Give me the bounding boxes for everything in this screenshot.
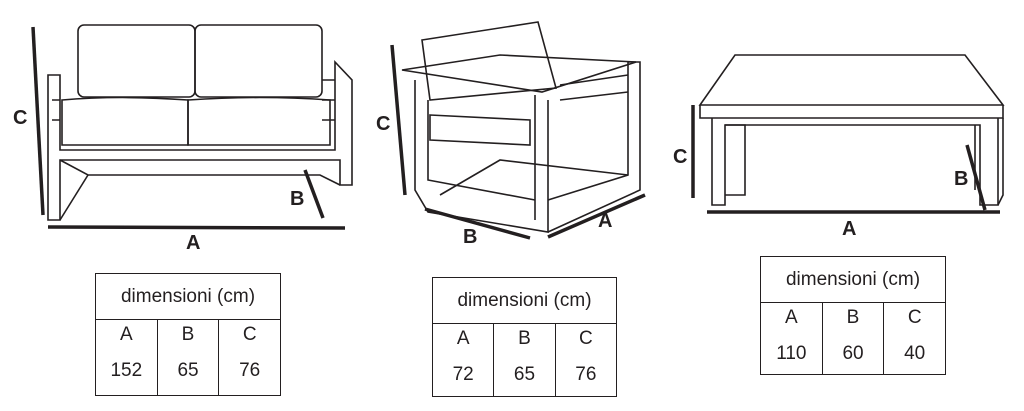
table-dim-a-label: A — [842, 218, 857, 240]
table-header: dimensioni (cm) — [433, 278, 616, 324]
table-header: dimensioni (cm) — [761, 257, 945, 303]
col-key: B — [518, 328, 531, 349]
table-dim-b-label: B — [954, 168, 969, 190]
table-header: dimensioni (cm) — [96, 274, 280, 320]
col-value: 65 — [513, 364, 536, 385]
armchair-dim-b-label: B — [463, 226, 478, 248]
col-key: B — [181, 324, 195, 345]
armchair-dimensions-table: dimensioni (cm) A 72 B 65 C 76 — [432, 277, 617, 397]
col-key: C — [242, 324, 257, 345]
col-value: 65 — [177, 360, 199, 381]
col-key: C — [578, 328, 593, 349]
col-value: 72 — [452, 364, 474, 385]
col-key: A — [784, 307, 798, 328]
coffee-table-dimensions-table: dimensioni (cm) A 110 B 60 C 40 — [760, 256, 946, 375]
armchair-dim-c-label: C — [376, 113, 391, 135]
table-dim-c-label: C — [673, 146, 688, 168]
coffee-table-drawing — [691, 54, 1005, 214]
col-value: 40 — [904, 343, 926, 364]
col-value: 152 — [110, 360, 143, 381]
col-key: C — [907, 307, 922, 328]
col-value: 60 — [842, 343, 864, 364]
sofa-dim-b-label: B — [290, 188, 305, 210]
sofa-dim-c-label: C — [13, 107, 28, 129]
sofa-drawing — [31, 24, 353, 230]
armchair-dim-a-label: A — [598, 210, 613, 232]
sofa-dim-a-label: A — [186, 232, 201, 254]
col-key: A — [456, 328, 470, 349]
col-key: B — [846, 307, 860, 328]
armchair-drawing — [390, 21, 646, 240]
sofa-dimensions-table: dimensioni (cm) A 152 B 65 C 76 — [95, 273, 281, 396]
col-value: 76 — [575, 364, 597, 385]
col-value: 76 — [239, 360, 261, 381]
col-value: 110 — [776, 343, 807, 364]
col-key: A — [119, 324, 133, 345]
